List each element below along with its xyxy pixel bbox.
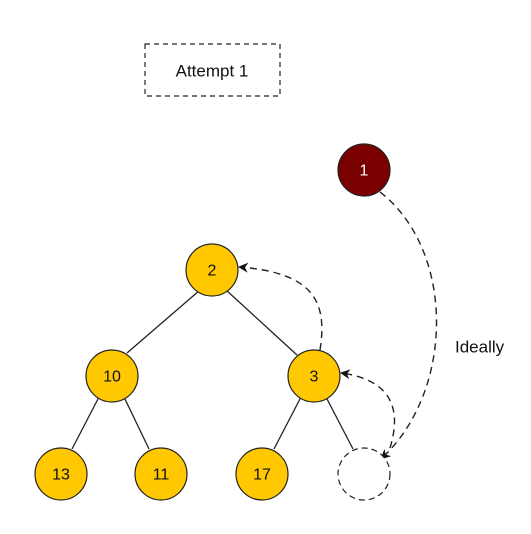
node-left-left: 13	[34, 447, 88, 501]
arrow-right-to-root	[238, 262, 323, 351]
node-left-label: 10	[103, 369, 121, 386]
arrow-slot-to-right	[340, 369, 396, 449]
annotation-ideally: Ideally	[455, 338, 505, 357]
node-left-right: 11	[134, 447, 188, 501]
title-label: Attempt 1	[176, 62, 249, 81]
edge-root-left	[126, 289, 201, 354]
node-left-right-label: 11	[153, 467, 170, 484]
node-left: 10	[85, 349, 139, 403]
arrow-incoming-to-slot	[379, 191, 438, 460]
node-right-label: 3	[310, 369, 319, 386]
edge-left-leftleft	[71, 396, 100, 450]
node-empty-slot	[337, 447, 391, 501]
edge-root-right	[225, 289, 298, 356]
node-right: 3	[287, 349, 341, 403]
edge-right-emptyslot	[325, 396, 354, 450]
node-right-left: 17	[235, 447, 289, 501]
node-root-label: 2	[208, 263, 217, 280]
tree-edges	[71, 289, 354, 450]
node-incoming: 1	[337, 143, 391, 197]
node-incoming-label: 1	[360, 163, 369, 180]
node-left-left-label: 13	[52, 467, 70, 484]
edge-right-rightleft	[273, 396, 302, 450]
edge-left-leftright	[123, 396, 150, 450]
node-right-left-label: 17	[253, 467, 271, 484]
node-root: 2	[185, 243, 239, 297]
move-arrows	[238, 191, 438, 460]
title-box: Attempt 1	[144, 43, 281, 97]
